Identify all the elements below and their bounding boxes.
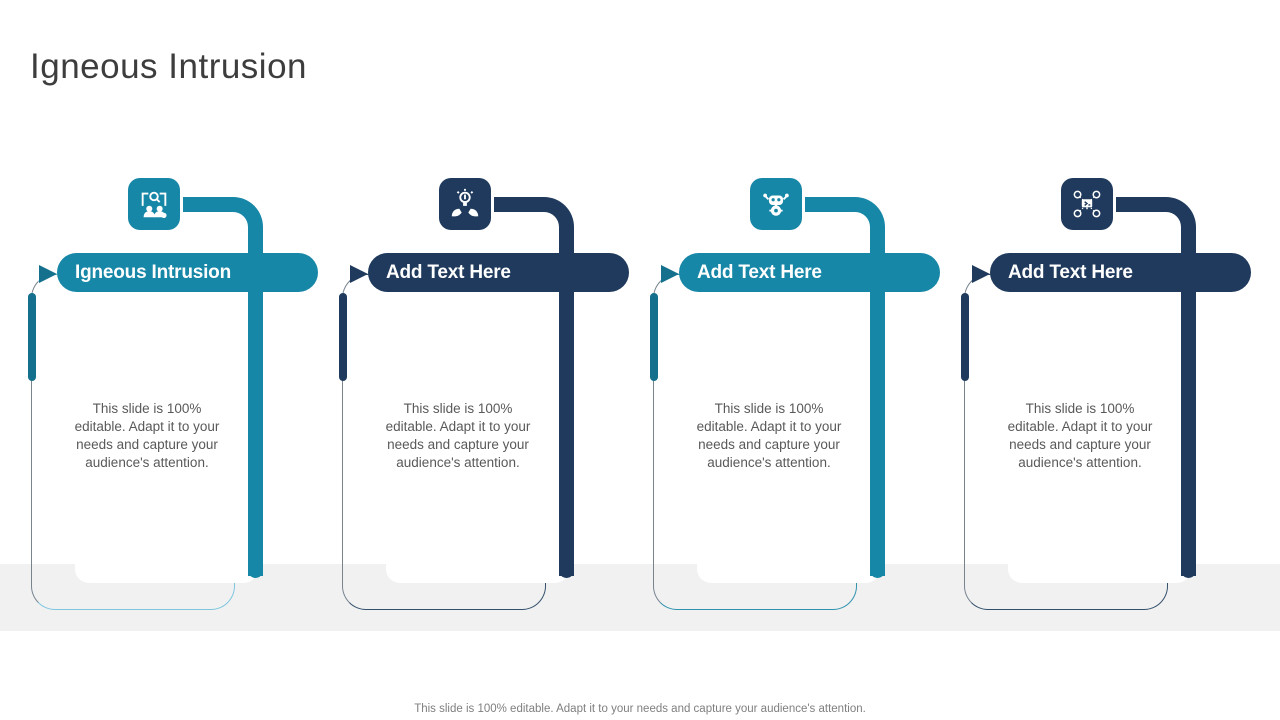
card-background: [697, 248, 880, 583]
step-column-2: Add Text Here This slide is 100% editabl…: [331, 0, 631, 660]
step-header[interactable]: Add Text Here: [990, 253, 1251, 292]
connector-end: [1181, 564, 1196, 578]
connector-end: [559, 564, 574, 578]
step-column-1: Igneous Intrusion This slide is 100: [20, 0, 320, 660]
card-background: [75, 248, 258, 583]
hands-holding-bulb-icon: [448, 187, 482, 221]
connector-end: [248, 564, 263, 578]
icon-badge[interactable]: [750, 178, 802, 230]
accent-bar: [28, 293, 36, 381]
step-header[interactable]: Add Text Here: [679, 253, 940, 292]
slide-footer-note[interactable]: This slide is 100% editable. Adapt it to…: [414, 703, 866, 715]
arrow-right-icon: [350, 265, 368, 283]
card-background: [1008, 248, 1191, 583]
accent-bar: [650, 293, 658, 381]
step-description[interactable]: This slide is 100% editable. Adapt it to…: [385, 401, 531, 470]
team-gear-screen-icon: [137, 187, 171, 221]
arrow-right-icon: [661, 265, 679, 283]
step-description[interactable]: This slide is 100% editable. Adapt it to…: [696, 401, 842, 470]
step-column-4: Add Text Here: [953, 0, 1253, 660]
accent-bar: [961, 293, 969, 381]
icon-badge[interactable]: [1061, 178, 1113, 230]
robot-icon: [759, 187, 793, 221]
step-description[interactable]: This slide is 100% editable. Adapt it to…: [74, 401, 220, 470]
step-header[interactable]: Igneous Intrusion: [57, 253, 318, 292]
accent-bar: [339, 293, 347, 381]
step-column-3: Add Text Here: [642, 0, 942, 660]
arrow-right-icon: [39, 265, 57, 283]
page-title[interactable]: Igneous Intrusion: [30, 47, 308, 87]
arrow-right-icon: [972, 265, 990, 283]
network-monitor-icon: [1070, 187, 1104, 221]
icon-badge[interactable]: [439, 178, 491, 230]
step-description[interactable]: This slide is 100% editable. Adapt it to…: [1007, 401, 1153, 470]
card-background: [386, 248, 569, 583]
step-header[interactable]: Add Text Here: [368, 253, 629, 292]
icon-badge[interactable]: [128, 178, 180, 230]
connector-end: [870, 564, 885, 578]
